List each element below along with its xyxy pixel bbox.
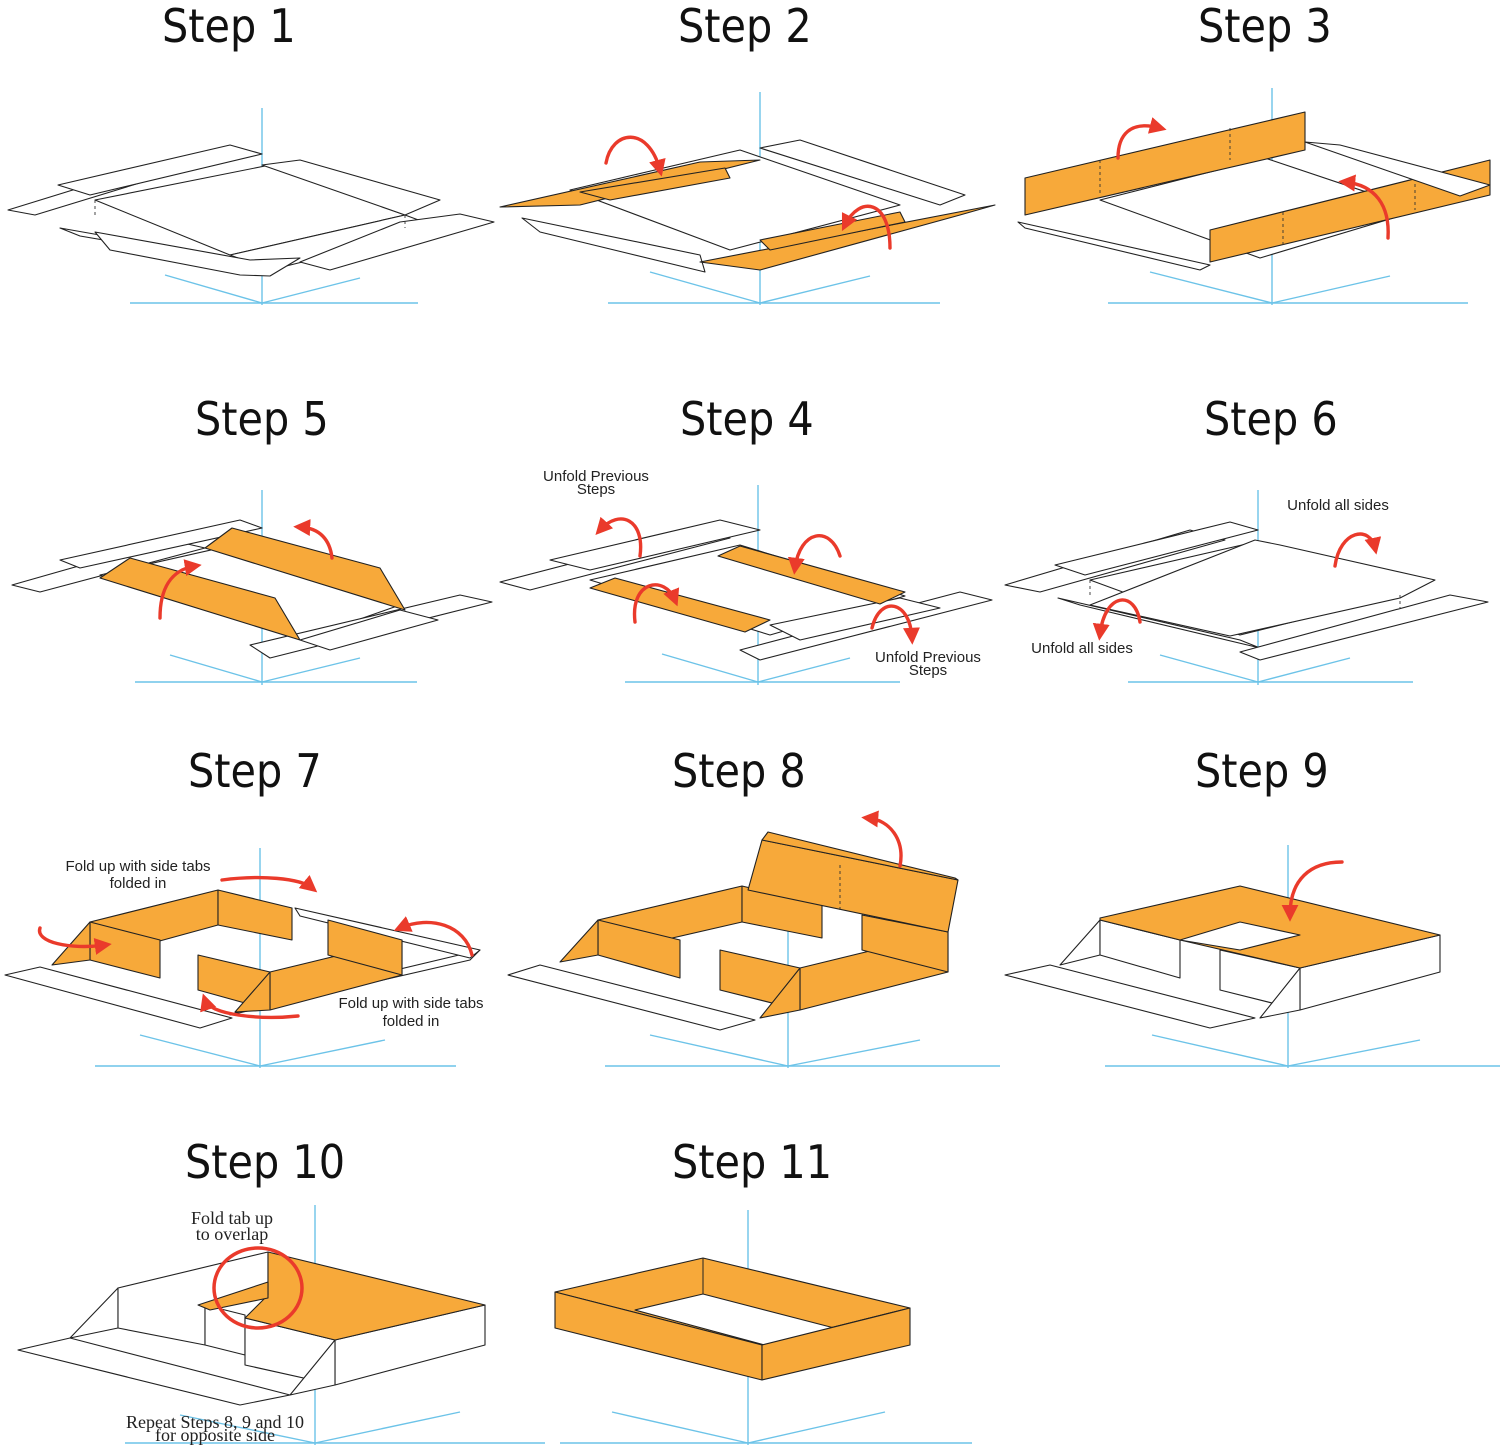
note-unfold-previous-top-2: Steps <box>577 481 615 498</box>
step-9-panel: Step 9 <box>1004 744 1500 1068</box>
step-5-panel: Step 5 <box>11 392 493 685</box>
step-title: Step 10 <box>185 1135 345 1189</box>
fold-arrow <box>861 810 903 868</box>
note-fold-up-bottom: Fold up with side tabs <box>338 995 483 1012</box>
fold-arrow <box>37 926 112 955</box>
note-fold-up-top: Fold up with side tabs <box>65 858 210 875</box>
box-tab-overlap <box>17 1251 486 1406</box>
fold-arrow <box>1281 860 1344 922</box>
step-title: Step 4 <box>680 392 814 446</box>
step-7-panel: Step 7 Fold up with side tabs folded in … <box>4 744 484 1068</box>
step-2-panel: Step 2 <box>499 0 996 305</box>
note-repeat-steps-2: for opposite side <box>155 1425 275 1445</box>
note-unfold-previous-bottom: Unfold Previous <box>875 649 981 666</box>
step-title: Step 1 <box>162 0 296 53</box>
box-end-flap-up <box>507 831 959 1031</box>
note-unfold-previous-bottom-2: Steps <box>909 662 947 679</box>
step-title: Step 9 <box>1195 744 1329 798</box>
step-title: Step 7 <box>188 744 322 798</box>
note-repeat-steps: Repeat Steps 8, 9 and 10 <box>126 1412 304 1432</box>
flat-box-partial <box>499 139 996 273</box>
note-fold-up-bottom-2: folded in <box>383 1013 440 1030</box>
note-fold-tab-2: to overlap <box>196 1224 268 1244</box>
fold-arrow <box>632 583 680 624</box>
step-title: Step 2 <box>678 0 812 53</box>
step-title: Step 5 <box>195 392 329 446</box>
fold-arrow <box>604 135 666 177</box>
step-8-panel: Step 8 <box>507 744 1000 1068</box>
fold-arrow <box>1338 174 1390 240</box>
fold-arrow <box>595 516 643 558</box>
box-walls-rising <box>4 889 481 1029</box>
fold-arrow <box>841 204 892 250</box>
fold-arrow <box>787 534 842 575</box>
box-flap-folded-in <box>1004 885 1441 1029</box>
step-title: Step 3 <box>1198 0 1332 53</box>
step-4-panel: Step 4 Unfold Previous Steps Unfold Prev… <box>499 392 993 685</box>
fold-arrow <box>1333 532 1382 568</box>
fold-arrow <box>870 604 920 645</box>
note-fold-tab: Fold tab up <box>191 1208 273 1228</box>
step-title: Step 6 <box>1204 392 1338 446</box>
box-inner-folds <box>11 519 493 659</box>
fold-arrow <box>293 519 334 560</box>
fold-arrow <box>1116 117 1167 160</box>
finished-tray <box>554 1257 911 1381</box>
fold-arrow <box>1092 598 1142 641</box>
note-fold-up-top-2: folded in <box>110 875 167 892</box>
step-3-panel: Step 3 <box>1017 0 1491 305</box>
fold-arrow <box>220 874 318 893</box>
flat-box-unfolded <box>1004 521 1489 661</box>
box-sides-up <box>1017 111 1491 271</box>
note-unfold-previous-top: Unfold Previous <box>543 468 649 485</box>
fold-arrow <box>200 993 300 1019</box>
flat-box-with-folds <box>499 519 993 661</box>
fold-arrow <box>158 559 202 620</box>
guide-lines <box>95 848 456 1068</box>
fold-arrow <box>393 916 474 957</box>
step-title: Step 8 <box>672 744 806 798</box>
step-title: Step 11 <box>672 1135 832 1189</box>
flat-box-blank <box>7 144 495 277</box>
highlight-circle <box>212 1246 304 1330</box>
note-unfold-all-sides-top: Unfold all sides <box>1287 497 1389 514</box>
step-6-panel: Step 6 Unfold all sides Unfold all sides <box>1004 392 1489 685</box>
note-unfold-all-sides-bottom: Unfold all sides <box>1031 640 1133 657</box>
step-1-panel: Step 1 <box>7 0 495 305</box>
step-10-panel: Step 10 Fold tab up to overlap Repeat St… <box>17 1135 545 1445</box>
step-11-panel: Step 11 <box>554 1135 972 1445</box>
